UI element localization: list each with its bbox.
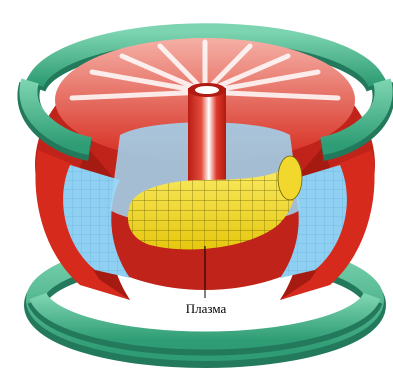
plasma-label: Плазма	[186, 301, 227, 316]
